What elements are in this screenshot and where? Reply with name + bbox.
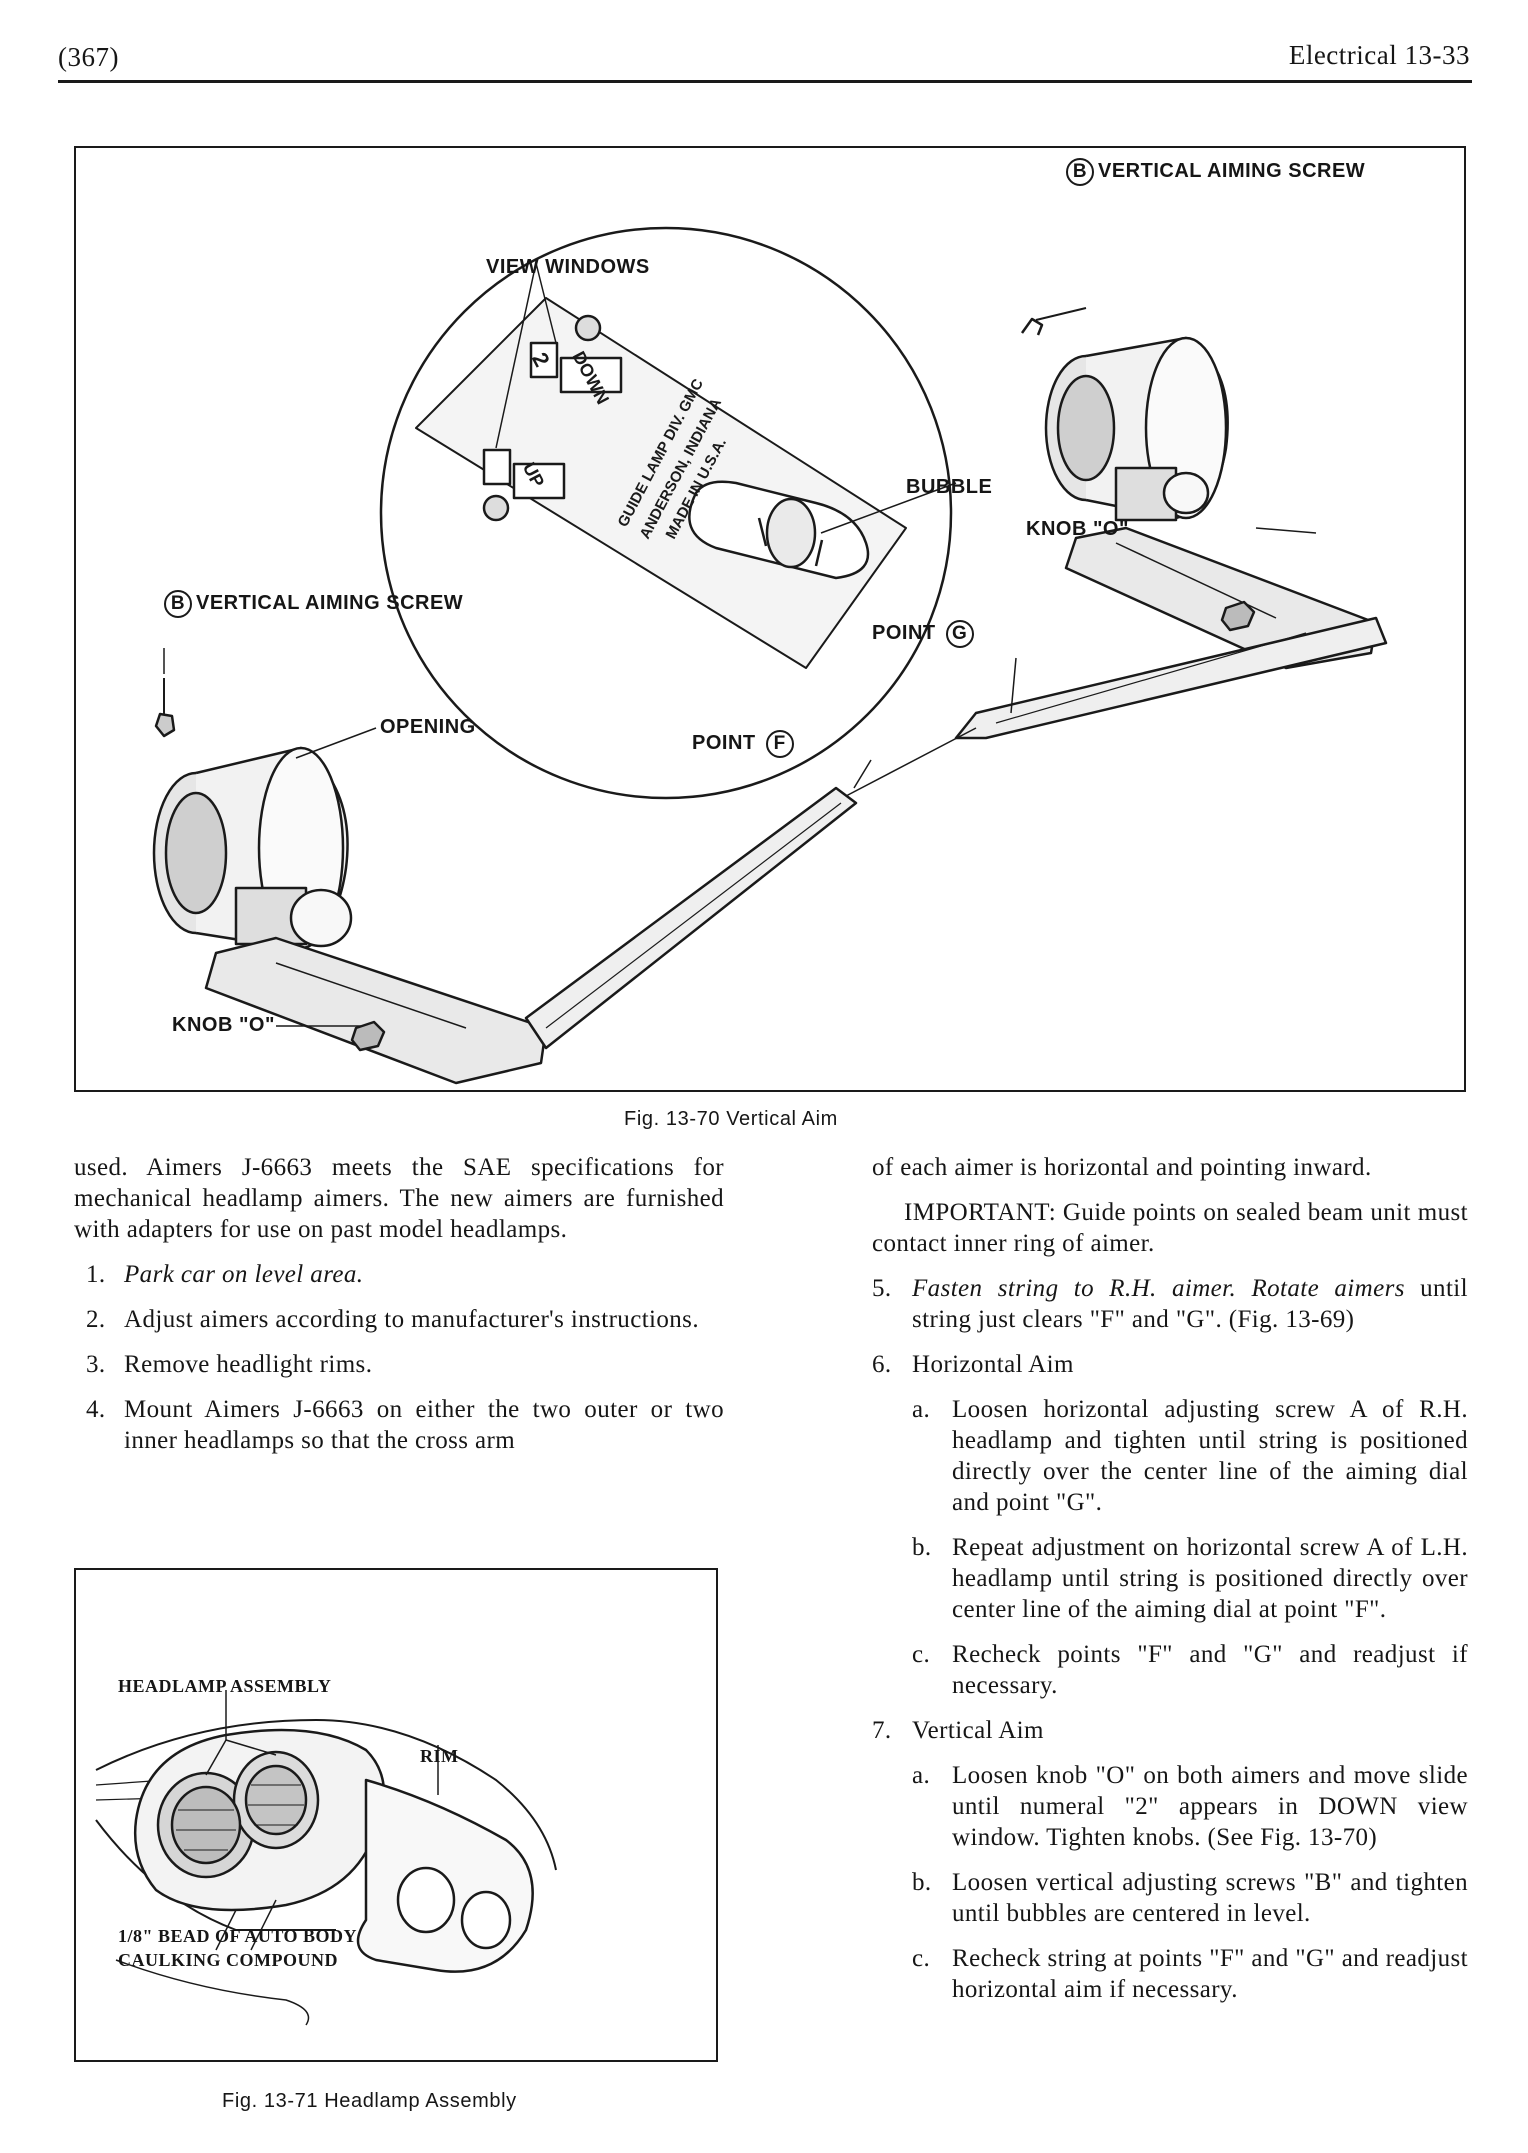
list-item: 4. Mount Aimers J-6663 on either the two… <box>86 1396 724 1454</box>
section-header: Electrical 13-33 <box>1288 40 1470 70</box>
sub-item: a. Loosen knob "O" on both aimers and mo… <box>912 1762 1468 1851</box>
figure-caption-13-70: Fig. 13-70 Vertical Aim <box>624 1108 838 1130</box>
item-6-title: Horizontal Aim <box>912 1351 1074 1378</box>
vertical-aim-illustration: 2 DOWN UP GUIDE LAMP DIV. GMC ANDERSON, … <box>152 226 1388 1085</box>
sub-item: b. Loosen vertical adjusting screws "B" … <box>912 1869 1468 1927</box>
label-bead-line-1: 1/8" BEAD OF AUTO BODY <box>118 1926 358 1946</box>
label-point-f: POINT F <box>692 730 798 758</box>
sub-item: b. Repeat adjustment on horizontal screw… <box>912 1534 1468 1623</box>
list-item: 6. Horizontal Aim <box>872 1351 1074 1378</box>
label-view-windows: VIEW WINDOWS <box>486 256 650 278</box>
label-headlamp-assembly: HEADLAMP ASSEMBLY <box>118 1676 332 1696</box>
right-column: of each aimer is horizontal and pointing… <box>872 1152 1468 2005</box>
list-item: 5. Fasten string to R.H. aimer. Rotate a… <box>872 1275 1468 1333</box>
label-bead-line-2: CAULKING COMPOUND <box>118 1950 338 1970</box>
figure-vertical-aim: 2 DOWN UP GUIDE LAMP DIV. GMC ANDERSON, … <box>74 146 1466 1092</box>
label-b-circle-top: B <box>1066 158 1094 186</box>
label-knob-o-left: KNOB "O" <box>172 1014 275 1036</box>
page-number: (367) <box>58 42 119 72</box>
list-item: 2. Adjust aimers according to manufactur… <box>86 1306 699 1333</box>
figure-headlamp-assembly: HEADLAMP ASSEMBLY RIM 1/8" BEAD OF AUTO … <box>74 1568 718 2062</box>
sub-item: c. Recheck string at points "F" and "G" … <box>912 1945 1468 2003</box>
list-item: 3. Remove headlight rims. <box>86 1351 373 1378</box>
intro-paragraph: used. Aimers J-6663 meets the SAE specif… <box>74 1154 724 1243</box>
important-note: IMPORTANT: Guide points on sealed beam u… <box>872 1199 1468 1257</box>
list-item: 1. Park car on level area. <box>86 1261 364 1288</box>
label-g-circle: G <box>945 620 974 648</box>
item-5-rest: until string just clears "F" and "G". (F… <box>912 1275 1468 1333</box>
left-column: used. Aimers J-6663 meets the SAE specif… <box>74 1152 724 1456</box>
sub-item: c. Recheck points "F" and "G" and readju… <box>912 1641 1468 1699</box>
item-7-title: Vertical Aim <box>912 1717 1044 1744</box>
label-f-circle: F <box>765 730 794 758</box>
label-opening: OPENING <box>380 716 476 738</box>
label-bubble: BUBBLE <box>906 476 993 498</box>
sub-item: a. Loosen horizontal adjusting screw A o… <box>912 1396 1468 1516</box>
label-knob-o-right: KNOB "O" <box>1026 518 1129 540</box>
figure-caption-13-71: Fig. 13-71 Headlamp Assembly <box>222 2090 517 2112</box>
item-5-italic: Fasten string to R.H. aimer. Rotate aime… <box>912 1275 1405 1302</box>
label-point-g: POINT G <box>872 620 978 648</box>
continued-paragraph: of each aimer is horizontal and pointing… <box>872 1154 1372 1181</box>
label-b-circle-left: B <box>164 590 192 618</box>
label-rim: RIM <box>420 1746 459 1766</box>
header-rule <box>58 80 1472 83</box>
headlamp-assembly-illustration <box>95 1690 557 2026</box>
list-item: 7. Vertical Aim <box>872 1717 1044 1744</box>
